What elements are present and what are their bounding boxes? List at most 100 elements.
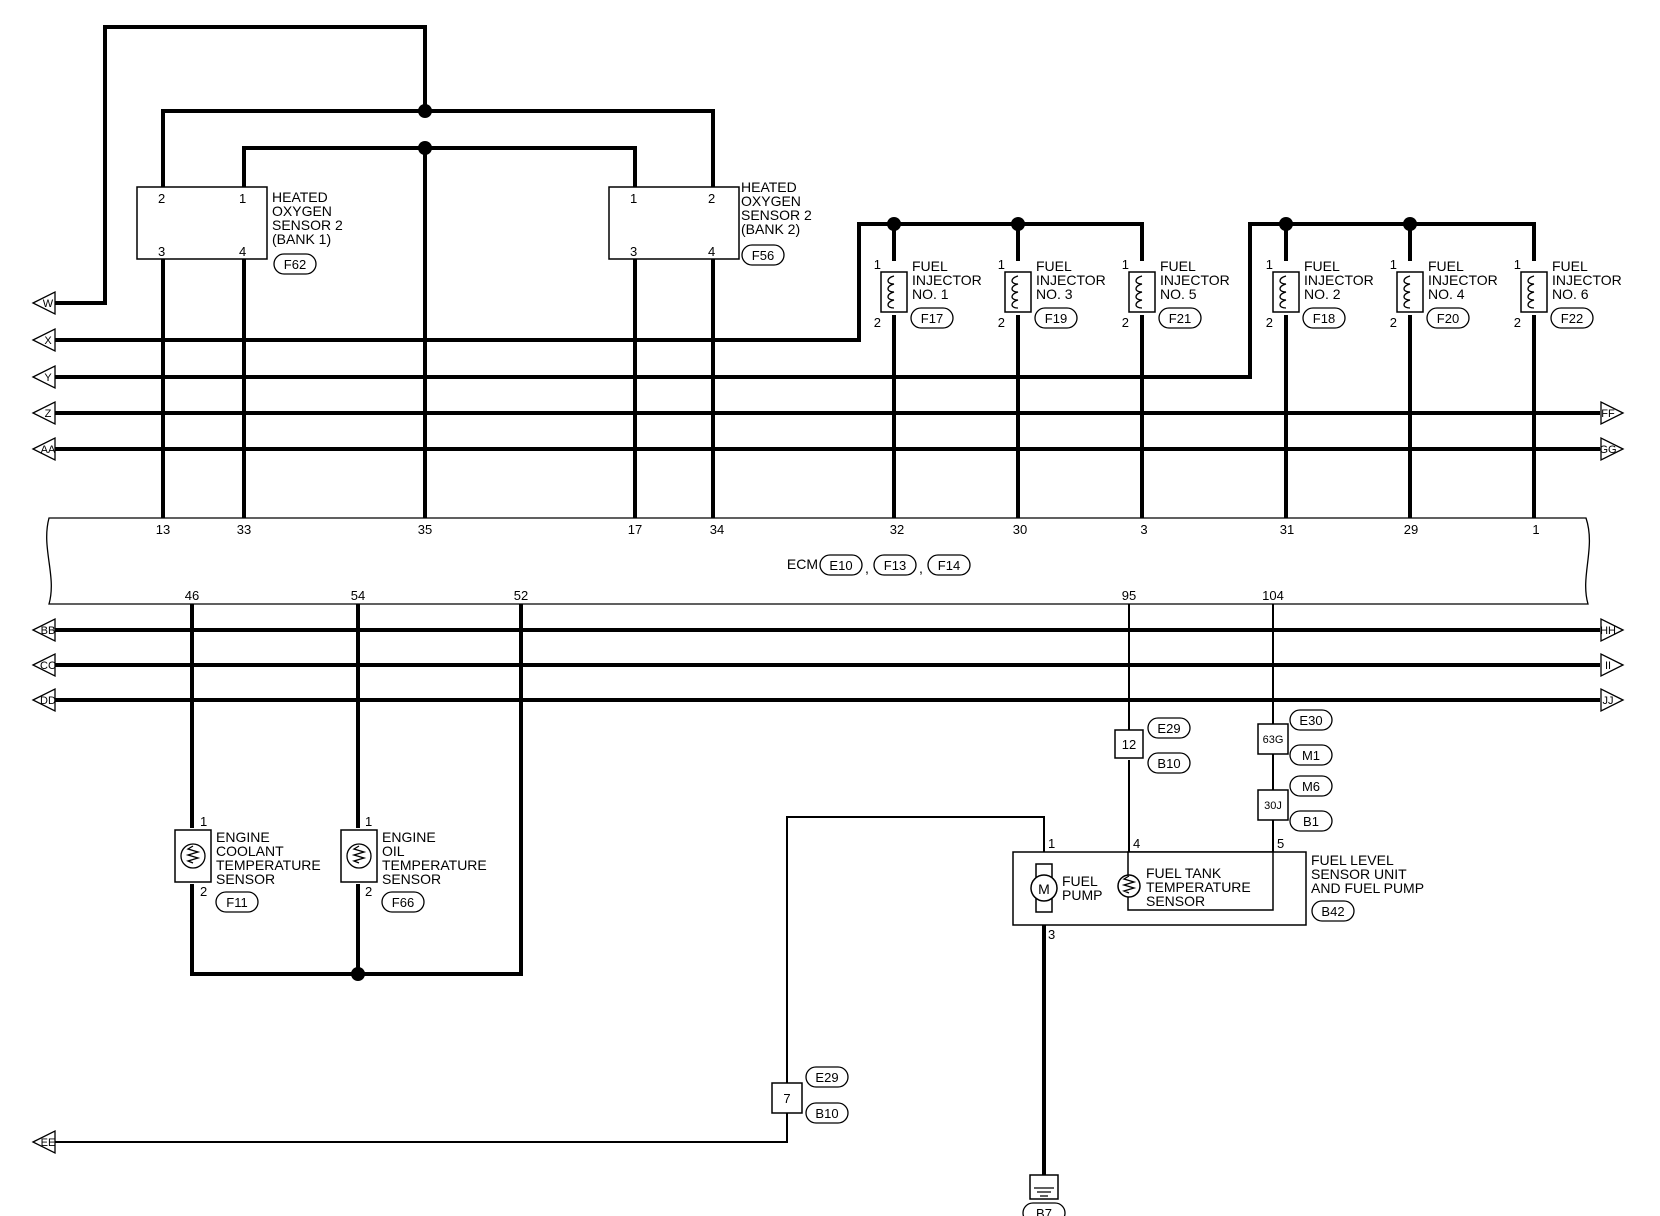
ecm-pin: 13 <box>156 522 170 537</box>
joint-connector-63g: 63G E30 M1 <box>1257 709 1333 766</box>
svg-text:2: 2 <box>1390 315 1397 330</box>
ho2s-bank1-name-3: SENSOR 2 <box>272 217 343 233</box>
eot-name-2: OIL <box>382 843 405 859</box>
svg-text:1: 1 <box>1266 257 1273 272</box>
tank-sensor-name-2: TEMPERATURE <box>1146 879 1251 895</box>
svg-text:CC: CC <box>40 660 56 672</box>
joint-63g-connector-top: E30 <box>1299 713 1322 728</box>
arrow-left-cc: CC <box>31 652 56 678</box>
injector-5-name-2: INJECTOR <box>1160 272 1230 288</box>
arrow-right-jj: JJ <box>1600 687 1625 713</box>
injector-inj6: 1 2 FUEL INJECTOR NO. 6 F22 <box>1514 257 1622 330</box>
svg-text:Z: Z <box>45 408 52 420</box>
ecm-pin: 46 <box>185 588 199 603</box>
heated-oxygen-sensor-bank1: 2 1 3 4 HEATED OXYGEN SENSOR 2 (BANK 1) … <box>136 186 343 275</box>
ho2s-bank1-name-4: (BANK 1) <box>272 231 331 247</box>
ecm-pin: 95 <box>1122 588 1136 603</box>
ho2s-bank2-name-4: (BANK 2) <box>741 221 800 237</box>
fuel-pump-name-1: FUEL <box>1062 873 1098 889</box>
ecm-pin: 33 <box>237 522 251 537</box>
eot-name-4: SENSOR <box>382 871 441 887</box>
ecm-pin: 52 <box>514 588 528 603</box>
joint-connector-30j: 30J M6 B1 <box>1257 775 1333 832</box>
injector-2-name-2: INJECTOR <box>1304 272 1374 288</box>
svg-text:4: 4 <box>239 244 246 259</box>
injector-6-name-1: FUEL <box>1552 258 1588 274</box>
arrow-right-ff: FF <box>1600 400 1625 426</box>
svg-text:2: 2 <box>1122 315 1129 330</box>
svg-text:DD: DD <box>40 695 56 707</box>
svg-text:1: 1 <box>239 191 246 206</box>
joint-connector-12: 12 E29 B10 <box>1114 717 1191 774</box>
joint-30j-connector-top: M6 <box>1302 779 1320 794</box>
ho2s-bank1-name-2: OXYGEN <box>272 203 332 219</box>
joint-12-connector-bottom: B10 <box>1157 756 1180 771</box>
injector-inj3: 1 2 FUEL INJECTOR NO. 3 F19 <box>998 257 1106 330</box>
injector-1-connector: F17 <box>921 311 943 326</box>
svg-text:2: 2 <box>708 191 715 206</box>
ho2s-bank2-name-3: SENSOR 2 <box>741 207 812 223</box>
svg-text:30J: 30J <box>1264 800 1282 812</box>
joint-30j-connector-bottom: B1 <box>1303 814 1319 829</box>
injector-6-connector: F22 <box>1561 311 1583 326</box>
ground-symbol: B7 <box>1022 1174 1066 1216</box>
fuel-pump-name-2: PUMP <box>1062 887 1102 903</box>
svg-text:5: 5 <box>1277 836 1284 851</box>
ecm-pin: 3 <box>1140 522 1147 537</box>
ect-connector: F11 <box>226 895 247 910</box>
injector-inj2: 1 2 FUEL INJECTOR NO. 2 F18 <box>1266 257 1374 330</box>
svg-text:4: 4 <box>708 244 715 259</box>
fuel-unit-name-2: SENSOR UNIT <box>1311 866 1407 882</box>
svg-text:1: 1 <box>200 814 207 829</box>
ecm-pin: 30 <box>1013 522 1027 537</box>
ecm-connector: F14 <box>938 558 960 573</box>
svg-text:3: 3 <box>158 244 165 259</box>
ecm-connector: F13 <box>884 558 906 573</box>
fuel-level-sensor-unit-and-fuel-pump: M FUEL PUMP FUEL TANK TEMPERATURE SENSOR… <box>1012 836 1424 942</box>
tank-sensor-name-1: FUEL TANK <box>1146 865 1222 881</box>
arrow-right-gg: GG <box>1599 436 1625 462</box>
svg-text:3: 3 <box>1048 927 1055 942</box>
injector-inj4: 1 2 FUEL INJECTOR NO. 4 F20 <box>1390 257 1498 330</box>
ecm-connector: E10 <box>829 558 852 573</box>
ho2s-bank2-name-1: HEATED <box>741 179 797 195</box>
svg-text:1: 1 <box>1514 257 1521 272</box>
injector-inj1: 1 2 FUEL INJECTOR NO. 1 F17 <box>874 257 982 330</box>
ect-name-3: TEMPERATURE <box>216 857 321 873</box>
svg-text:JJ: JJ <box>1603 695 1614 707</box>
injector-2-name-3: NO. 2 <box>1304 286 1341 302</box>
ground-connector: B7 <box>1036 1206 1052 1216</box>
svg-text:1: 1 <box>1390 257 1397 272</box>
ho2s-bank1-connector: F62 <box>284 257 306 272</box>
svg-text:HH: HH <box>1600 625 1616 637</box>
injector-4-name-1: FUEL <box>1428 258 1464 274</box>
injector-4-name-2: INJECTOR <box>1428 272 1498 288</box>
svg-text:W: W <box>43 298 54 310</box>
svg-text:2: 2 <box>365 884 372 899</box>
ho2s-bank2-connector: F56 <box>752 248 774 263</box>
svg-text:,: , <box>865 560 869 576</box>
svg-text:X: X <box>44 335 52 347</box>
svg-text:BB: BB <box>41 625 56 637</box>
svg-text:II: II <box>1605 660 1611 672</box>
injector-inj5: 1 2 FUEL INJECTOR NO. 5 F21 <box>1122 257 1230 330</box>
injector-3-name-2: INJECTOR <box>1036 272 1106 288</box>
joint-12-connector-top: E29 <box>1157 721 1180 736</box>
arrow-left-bb: BB <box>31 617 56 643</box>
joint-63g-connector-bottom: M1 <box>1302 748 1320 763</box>
fuel-pump-motor-symbol: M <box>1038 881 1050 897</box>
ecm-label: ECM <box>787 556 818 572</box>
tank-sensor-name-3: SENSOR <box>1146 893 1205 909</box>
eot-connector: F66 <box>392 895 414 910</box>
injector-4-connector: F20 <box>1437 311 1459 326</box>
ecm-pin: 17 <box>628 522 642 537</box>
joint-7-connector-bottom: B10 <box>815 1106 838 1121</box>
arrow-left-z: Z <box>31 400 56 426</box>
svg-text:1: 1 <box>998 257 1005 272</box>
fuel-unit-connector: B42 <box>1321 904 1344 919</box>
injector-1-name-1: FUEL <box>912 258 948 274</box>
svg-text:2: 2 <box>158 191 165 206</box>
ect-name-4: SENSOR <box>216 871 275 887</box>
eot-name-3: TEMPERATURE <box>382 857 487 873</box>
